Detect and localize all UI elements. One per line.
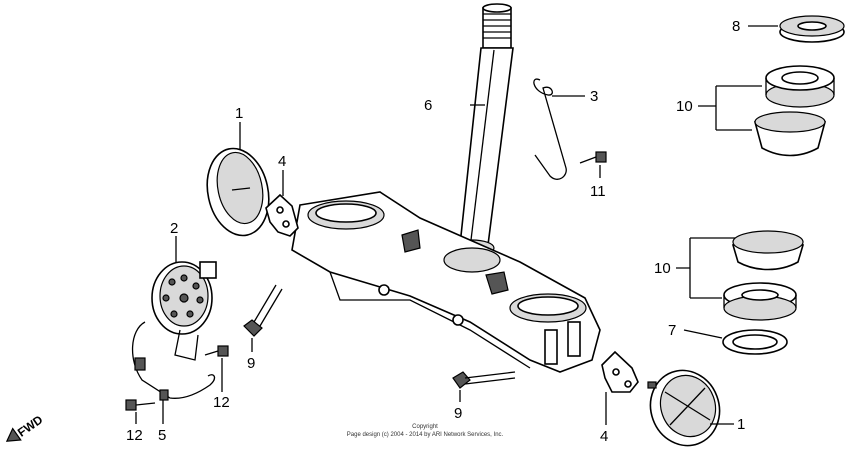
callout-1-right: 1	[737, 416, 745, 433]
callout-9-upper: 9	[247, 355, 255, 372]
long-bolt-upper	[243, 284, 283, 337]
callout-4-right: 4	[600, 428, 608, 445]
bolt-left-lower	[125, 399, 156, 411]
small-bolt	[579, 151, 607, 164]
bottom-bridge	[291, 191, 601, 373]
steering-nut	[779, 15, 845, 43]
callout-6: 6	[424, 97, 432, 114]
callout-2: 2	[170, 220, 178, 237]
callout-9-lower: 9	[454, 405, 462, 422]
reflector-left	[206, 147, 270, 237]
fwd-label: FWD	[15, 412, 46, 439]
callout-12-left: 12	[126, 427, 143, 444]
upper-bearing-race	[765, 65, 835, 108]
callout-11: 11	[590, 183, 606, 200]
copyright-line-2: Page design (c) 2004 - 2014 by ARI Netwo…	[347, 432, 504, 438]
upper-bearing-cup	[753, 111, 827, 157]
callout-5: 5	[158, 427, 166, 444]
callout-4-left: 4	[278, 153, 286, 170]
copyright: Copyright Page design (c) 2004 - 2014 by…	[347, 424, 504, 438]
callout-10-upper: 10	[676, 98, 693, 115]
callout-3: 3	[590, 88, 598, 105]
spring-clip	[533, 78, 567, 180]
lower-bearing-cup	[731, 230, 805, 271]
callout-12-right: 12	[213, 394, 230, 411]
callout-1-left: 1	[235, 105, 243, 122]
steering-stem	[449, 3, 514, 257]
long-bolt-lower	[452, 371, 516, 389]
callouts: 6 3 11 8 10 10 7 1 4 9 1 4 2 9 12 12 5	[126, 18, 745, 445]
callout-8: 8	[732, 18, 740, 35]
bolt-left-mid	[204, 345, 229, 357]
horn-stay	[131, 321, 216, 401]
bracket-right	[601, 350, 639, 393]
callout-7: 7	[668, 322, 676, 339]
callout-10-lower: 10	[654, 260, 671, 277]
dust-seal	[722, 329, 788, 355]
forward-indicator: FWD	[5, 412, 46, 442]
reflector-right	[647, 369, 721, 447]
forward-arrow-icon	[5, 427, 22, 442]
horn	[151, 261, 217, 361]
leader-lines	[135, 25, 778, 425]
lower-bearing-race	[723, 282, 797, 321]
bracket-left	[265, 193, 299, 237]
copyright-line-1: Copyright	[412, 424, 438, 430]
